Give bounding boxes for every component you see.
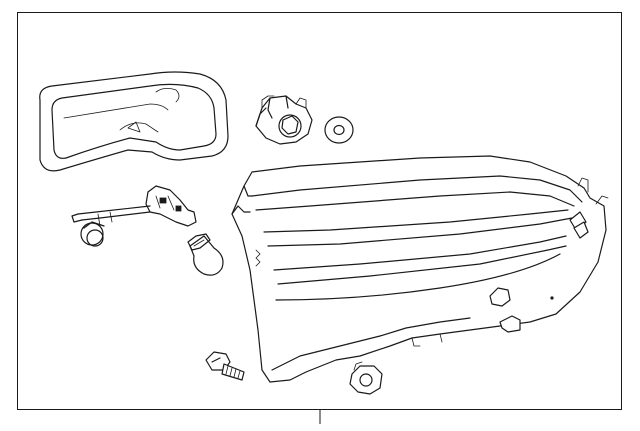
stud-bolt-icon — [205, 351, 245, 381]
wire-harness-icon — [71, 185, 197, 247]
washer-icon — [324, 116, 354, 144]
tail-lamp-housing-icon — [231, 155, 609, 383]
gasket-seal-icon — [39, 71, 229, 172]
bulb-socket-icon — [255, 95, 313, 145]
bulb-icon — [187, 233, 224, 276]
nut-icon — [349, 361, 383, 395]
